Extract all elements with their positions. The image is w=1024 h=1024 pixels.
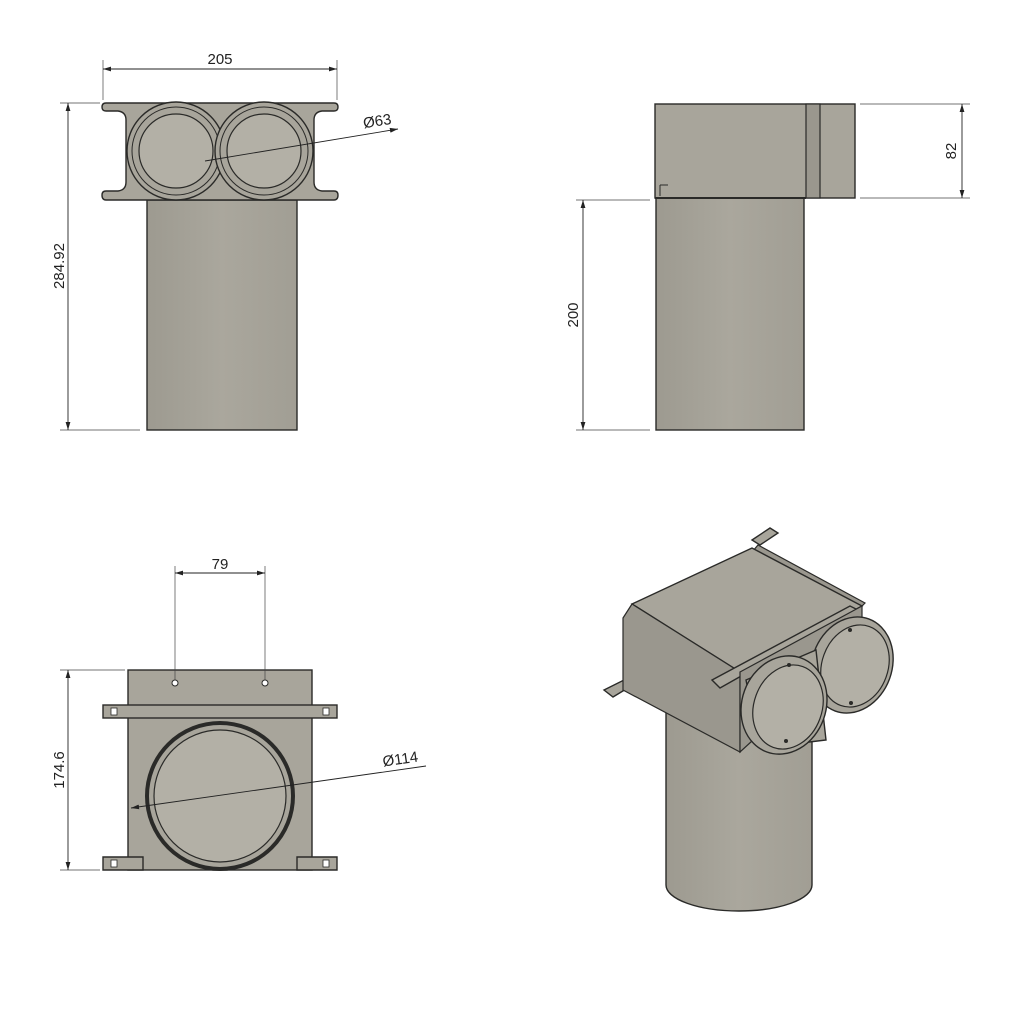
height-dimension: 284.92	[51, 243, 68, 289]
pipe-opening-outer	[145, 721, 295, 871]
bottom-view: 79 174.6 Ø114	[51, 556, 427, 871]
pipe-diameter-leader	[130, 765, 427, 810]
pipe-body	[655, 197, 805, 431]
iso-top-tab	[750, 527, 780, 546]
port-left-inner	[138, 113, 214, 189]
port-right-ring	[219, 106, 309, 196]
diameter-leader	[204, 127, 399, 162]
pipe-opening-inner	[153, 729, 287, 863]
isometric-view	[602, 527, 894, 912]
box-body	[654, 103, 856, 199]
upper-tab-bar	[102, 704, 338, 719]
plate-height-dimension: 174.6	[51, 751, 68, 789]
pipe-body	[146, 199, 298, 431]
lower-right-tab	[296, 856, 338, 871]
port-diameter: Ø63	[362, 111, 393, 132]
pipe-diameter: Ø114	[382, 749, 420, 771]
pipe-length-dimension: 200	[565, 302, 582, 327]
port-collar	[805, 103, 821, 199]
lower-left-tab	[102, 856, 144, 871]
side-view: 82 200	[565, 103, 970, 431]
box-height-dimension: 82	[943, 143, 960, 160]
port-spacing-dimension: 79	[212, 556, 229, 573]
top-view: 205 284.92 Ø63	[51, 51, 399, 431]
width-dimension: 205	[207, 51, 232, 68]
